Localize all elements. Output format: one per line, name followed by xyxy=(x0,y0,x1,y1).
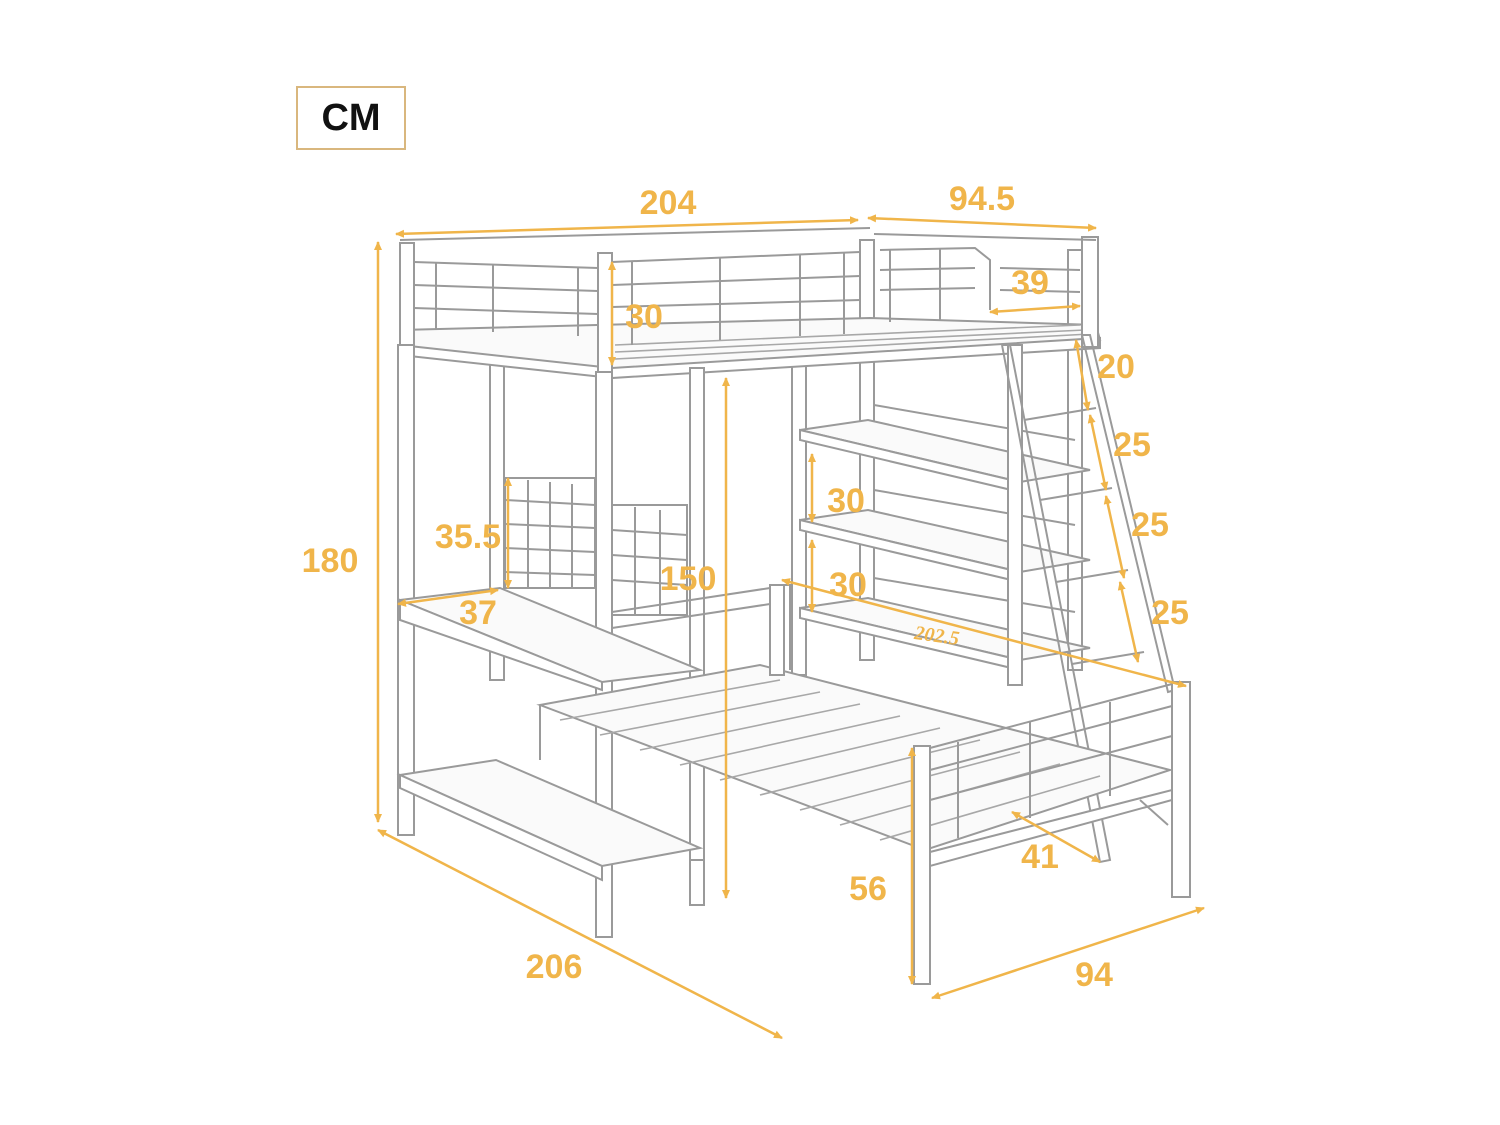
dim-line-ladder-step-2 xyxy=(1103,495,1127,579)
dim-line-ladder-depth xyxy=(1011,810,1101,864)
dim-line-base-length xyxy=(377,828,783,1040)
label-total-height: 180 xyxy=(302,542,359,580)
label-ladder-depth: 41 xyxy=(1021,838,1059,876)
label-base-width: 94 xyxy=(1075,956,1113,994)
dimension-lines xyxy=(374,214,1205,1040)
label-ladder-step-2: 25 xyxy=(1131,506,1169,544)
label-shelf-gap-upper: 30 xyxy=(827,482,865,520)
dim-line-ladder-step-1 xyxy=(1087,414,1109,491)
dim-line-desk-depth xyxy=(397,587,499,607)
label-guard-gap: 39 xyxy=(1011,264,1049,302)
label-top-length: 204 xyxy=(640,184,697,222)
label-base-length: 206 xyxy=(526,948,583,986)
label-desk-depth: 37 xyxy=(459,594,497,632)
label-ladder-top: 20 xyxy=(1097,348,1135,386)
label-rail-height: 30 xyxy=(625,298,663,336)
label-clearance: 150 xyxy=(660,560,717,598)
dim-line-ladder-top xyxy=(1073,339,1091,411)
dim-line-lower-bed-length xyxy=(781,578,1187,688)
label-lower-bed-height: 56 xyxy=(849,870,887,908)
label-grid-height: 35.5 xyxy=(435,518,501,556)
dim-line-top-width xyxy=(867,214,1097,232)
loft-bed-illustration xyxy=(396,227,1191,985)
dimension-labels: 204 94.5 39 30 180 150 35.5 37 30 30 20 … xyxy=(302,180,1189,994)
label-ladder-step-3: 25 xyxy=(1151,594,1189,632)
dim-line-base-width xyxy=(931,906,1205,1000)
label-shelf-gap-lower: 30 xyxy=(829,566,867,604)
unit-label-box: CM xyxy=(296,86,406,150)
desk-grid-panel xyxy=(504,477,688,616)
dim-line-guard-gap xyxy=(989,302,1081,316)
dim-line-top-length xyxy=(395,216,859,238)
unit-label: CM xyxy=(321,96,381,139)
dim-line-ladder-step-3 xyxy=(1117,581,1141,663)
label-ladder-step-1: 25 xyxy=(1113,426,1151,464)
label-top-width: 94.5 xyxy=(949,180,1015,218)
